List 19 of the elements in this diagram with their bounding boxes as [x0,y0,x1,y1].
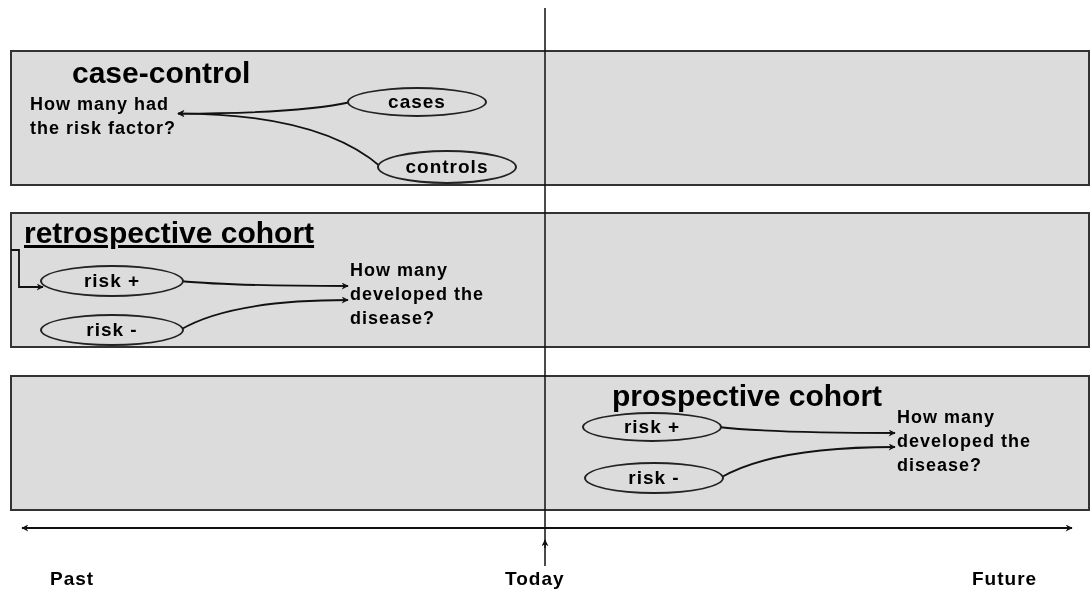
group-ellipse: risk - [584,462,724,494]
question-text: How many developed the disease? [897,405,1057,477]
panel-heading: retrospective cohort [24,218,315,248]
group-ellipse: controls [377,150,517,184]
group-ellipse: risk - [40,314,184,346]
question-text: How many developed the disease? [350,258,510,330]
timeline-label: Today [505,568,565,590]
group-ellipse: cases [347,87,487,117]
group-ellipse: risk + [40,265,184,297]
study-panel [10,50,1090,186]
panel-heading: case-control [72,58,251,88]
question-text: How many had the risk factor? [30,92,180,140]
study-panel [10,375,1090,511]
panel-heading: prospective cohort [612,381,883,411]
timeline-label: Past [50,568,95,590]
study-panel [10,212,1090,348]
timeline-label: Future [972,568,1038,590]
group-ellipse: risk + [582,412,722,442]
arrow [10,249,44,291]
